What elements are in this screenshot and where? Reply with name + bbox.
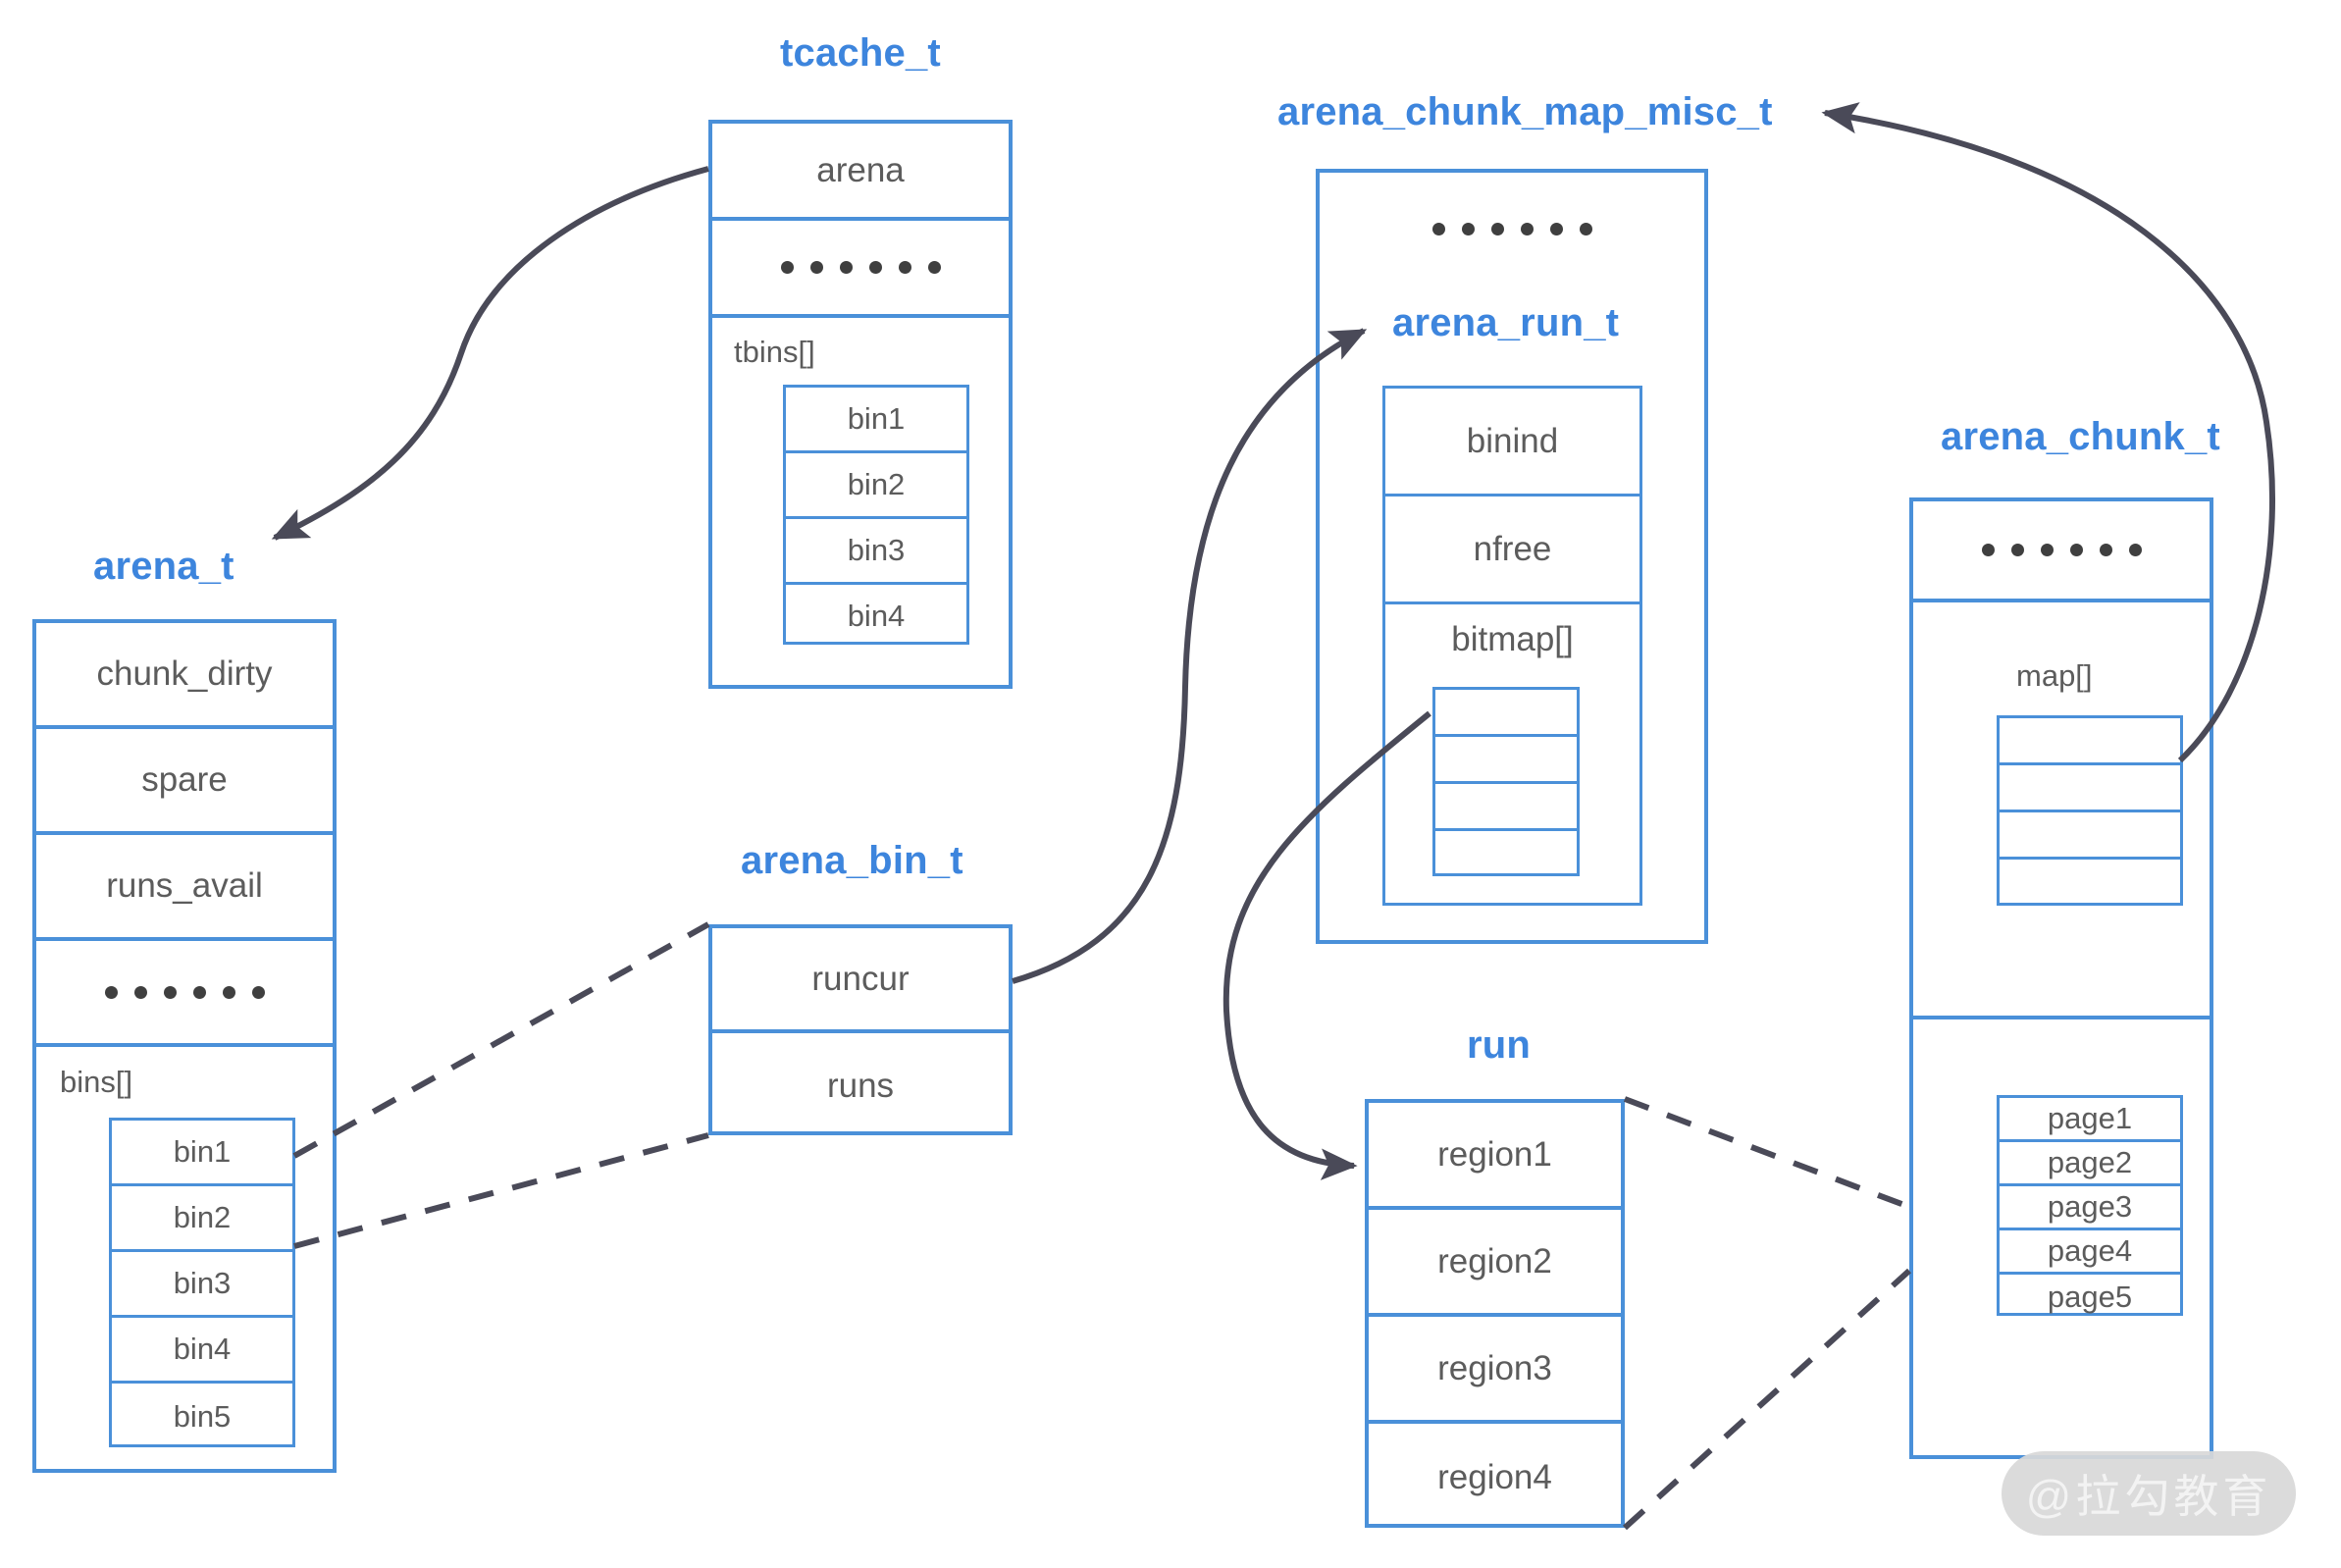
run-row-nfree: nfree [1385, 497, 1639, 604]
arena-run-t-title: arena_run_t [1392, 301, 1620, 344]
page-item: page5 [2047, 1279, 2133, 1314]
chunk-row-ellipsis [1913, 501, 2210, 602]
page-item: page3 [2000, 1186, 2180, 1230]
arena-bin-t-box: runcur runs [708, 924, 1013, 1135]
arena-chunk-map-misc-t-title: arena_chunk_map_misc_t [1277, 90, 1773, 133]
tbins-label: tbins[] [734, 335, 815, 369]
bitmap-item [1435, 784, 1577, 831]
bin-item: bin2 [112, 1186, 292, 1252]
page-item: page1 [2000, 1098, 2180, 1142]
run-row-binind: binind [1385, 389, 1639, 497]
arena-chunk-t-box: map[] page1 page2 page3 page4 page5 [1909, 497, 2213, 1459]
arena-run-t-box: binind nfree bitmap[] [1382, 386, 1642, 906]
run-row-region1: region1 [1369, 1103, 1621, 1210]
run-box: region1 region2 region3 region4 [1365, 1099, 1625, 1528]
ellipsis-dots [780, 261, 941, 274]
misc-row-ellipsis [1320, 173, 1704, 286]
tbins-array: bin1 bin2 bin3 bin4 [783, 385, 969, 645]
bitmap-array [1432, 687, 1580, 876]
map-item [2000, 765, 2180, 812]
arena-row-chunk-dirty: chunk_dirty [36, 623, 333, 729]
tcache-t-title: tcache_t [780, 31, 941, 75]
bins-array: bin1 bin2 bin3 bin4 bin5 [109, 1118, 295, 1447]
tbin-item: bin3 [786, 519, 966, 585]
map-item [2000, 812, 2180, 860]
tcache-t-box: arena tbins[] bin1 bin2 bin3 bin4 [708, 120, 1013, 689]
tbin-item: bin4 [847, 599, 906, 633]
bitmap-item [1435, 690, 1577, 737]
arrow-tcache-arena-to-arena-t [271, 166, 709, 541]
tcache-row-arena: arena [712, 124, 1009, 221]
guide-bins-top-to-arena-bin-t [292, 921, 710, 1159]
arena-bin-t-title: arena_bin_t [741, 839, 963, 882]
page-item: page4 [2000, 1230, 2180, 1275]
arena-bin-row-runs: runs [826, 1067, 895, 1105]
watermark: @拉勾教育 [2002, 1451, 2296, 1536]
bin-item: bin1 [112, 1121, 292, 1186]
tcache-row-ellipsis [712, 221, 1009, 318]
bitmap-label: bitmap[] [1451, 620, 1574, 658]
run-row-region2: region2 [1369, 1210, 1621, 1317]
map-item [2000, 718, 2180, 765]
run-row-region4: region4 [1437, 1458, 1552, 1496]
bin-item: bin4 [112, 1318, 292, 1384]
bins-label: bins[] [60, 1065, 133, 1099]
page-item: page2 [2000, 1142, 2180, 1186]
run-title: run [1467, 1023, 1532, 1067]
bin-item: bin5 [173, 1399, 232, 1434]
guide-run-top-to-page3 [1623, 1096, 1911, 1210]
arena-bin-row-runcur: runcur [712, 928, 1009, 1033]
arena-chunk-t-title: arena_chunk_t [1941, 415, 2220, 458]
ellipsis-dots [1431, 223, 1592, 235]
pages-array: page1 page2 page3 page4 page5 [1997, 1095, 2183, 1316]
arena-row-ellipsis [36, 941, 333, 1047]
arena-t-title: arena_t [93, 545, 234, 588]
arena-t-box: chunk_dirty spare runs_avail bins[] bin1… [32, 619, 337, 1473]
arena-row-spare: spare [36, 729, 333, 835]
map-label: map[] [2016, 658, 2093, 693]
chunk-map-section [1913, 602, 2210, 1019]
bitmap-item [1435, 831, 1577, 879]
run-row-region3: region3 [1369, 1317, 1621, 1424]
ellipsis-dots [104, 985, 265, 999]
arrow-runcur-to-arena-run-t [1012, 328, 1368, 984]
tbin-item: bin2 [786, 453, 966, 519]
ellipsis-dots [1981, 544, 2142, 556]
guide-run-bottom-to-page3 [1622, 1268, 1912, 1531]
bitmap-item [1435, 737, 1577, 784]
arena-row-runs-avail: runs_avail [36, 835, 333, 941]
bin-item: bin3 [112, 1252, 292, 1318]
map-array [1997, 715, 2183, 906]
tbin-item: bin1 [786, 388, 966, 453]
guide-bins-bottom-to-arena-bin-t [293, 1132, 709, 1249]
map-item [2000, 860, 2180, 909]
